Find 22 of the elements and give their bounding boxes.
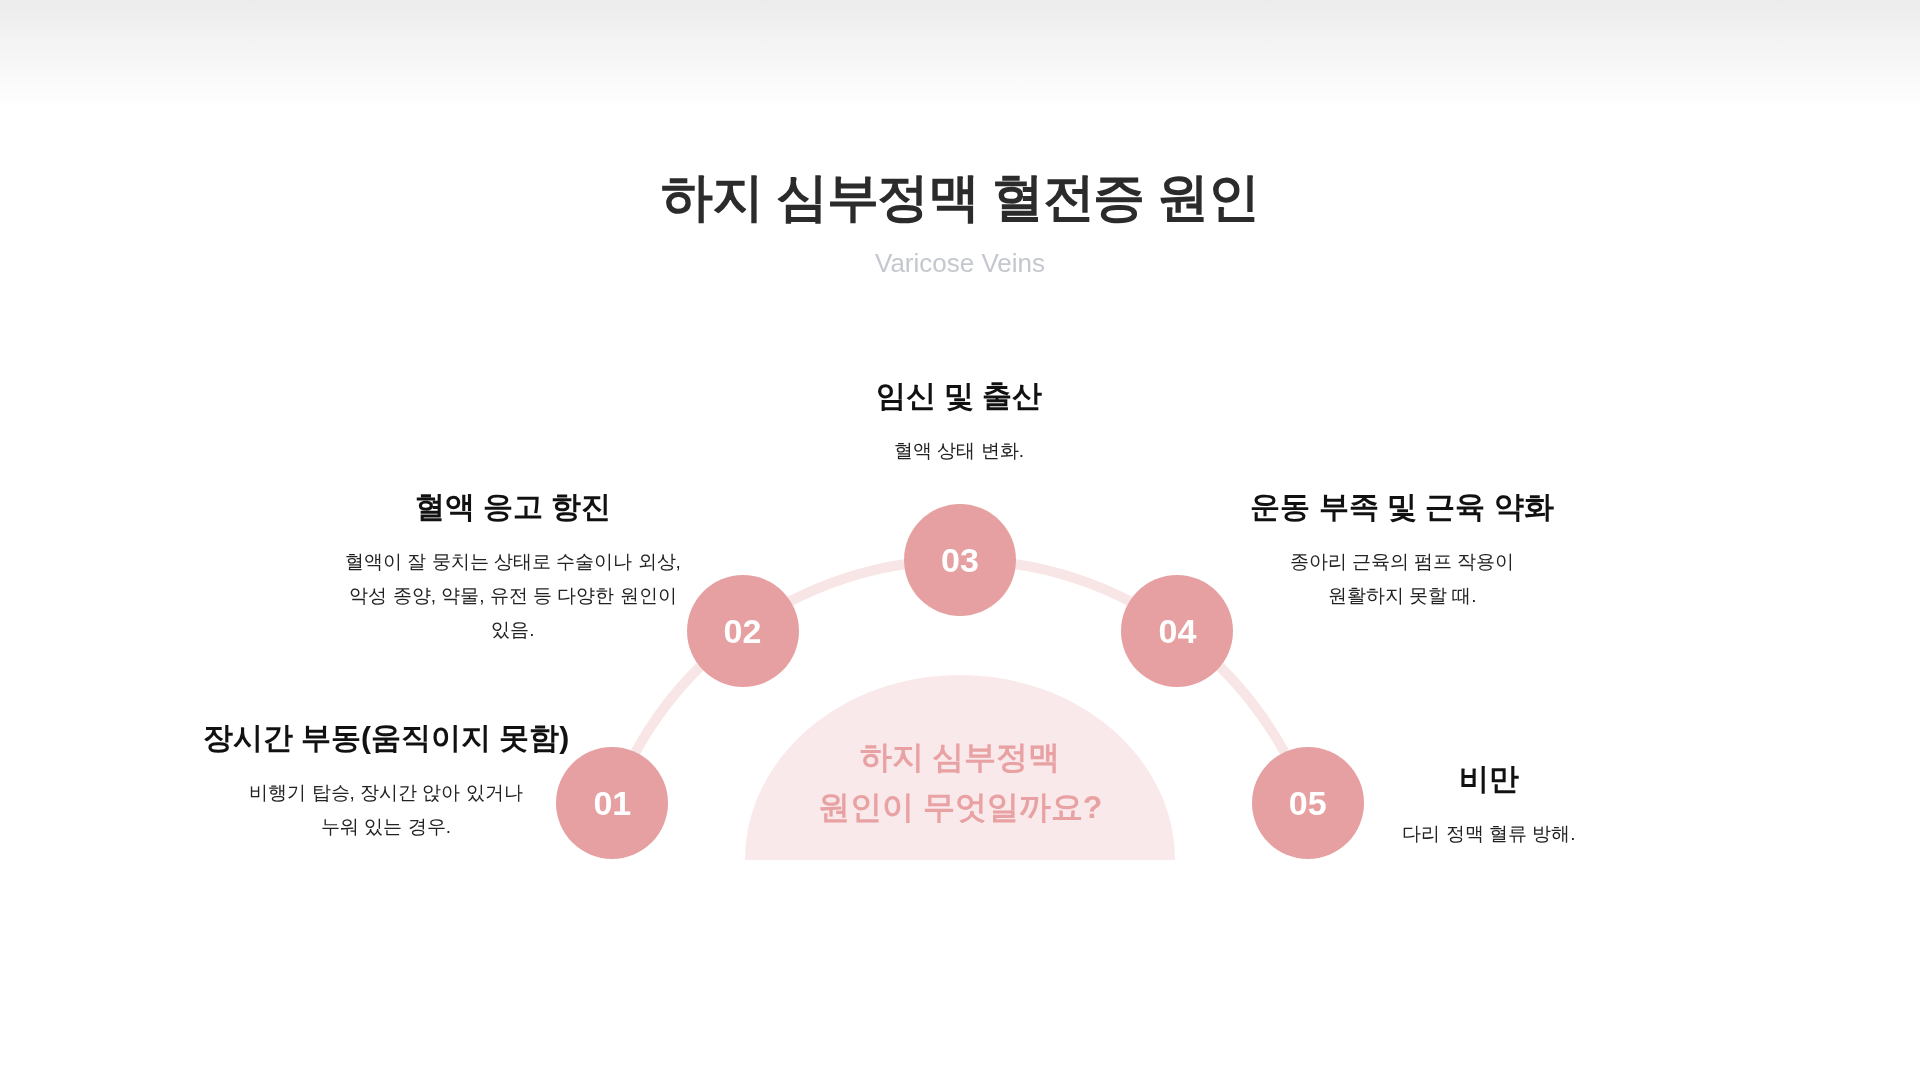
question-text: 하지 심부정맥 원인이 무엇일까요?	[816, 737, 1104, 827]
step-number: 04	[1158, 610, 1197, 651]
step-number: 01	[593, 783, 632, 824]
step-number: 02	[723, 610, 762, 651]
cause-heading: 임신 및 출산	[875, 378, 1043, 414]
subtitle: Varicose Veins	[874, 247, 1046, 279]
cause-description: 혈액 상태 변화.	[894, 439, 1024, 463]
cause-heading: 장시간 부동(움직이지 못함)	[202, 720, 570, 756]
arc-connector	[1014, 559, 1132, 606]
arc-connector	[788, 559, 906, 606]
cause-description: 다리 정맥 혈류 방해.	[1402, 822, 1576, 846]
cause-description: 비행기 탑승, 장시간 앉아 있거나 누워 있는 경우.	[248, 781, 524, 839]
arc-connector	[631, 663, 704, 755]
cause-description: 혈액이 잘 뭉치는 상태로 수술이나 외상, 악성 종양, 약물, 유전 등 다양한 원인이 있음.	[344, 550, 682, 642]
arc-connector	[1216, 663, 1289, 755]
step-number: 05	[1288, 783, 1327, 824]
title: 하지 심부정맥 혈전증 원인	[661, 167, 1259, 228]
cause-heading: 혈액 응고 항진	[414, 489, 612, 525]
step-number: 03	[941, 540, 979, 580]
cause-heading: 비만	[1459, 761, 1519, 797]
cause-description: 종아리 근육의 펌프 작용이 원활하지 못할 때.	[1288, 550, 1516, 608]
cause-heading: 운동 부족 및 근육 약화	[1250, 489, 1554, 525]
